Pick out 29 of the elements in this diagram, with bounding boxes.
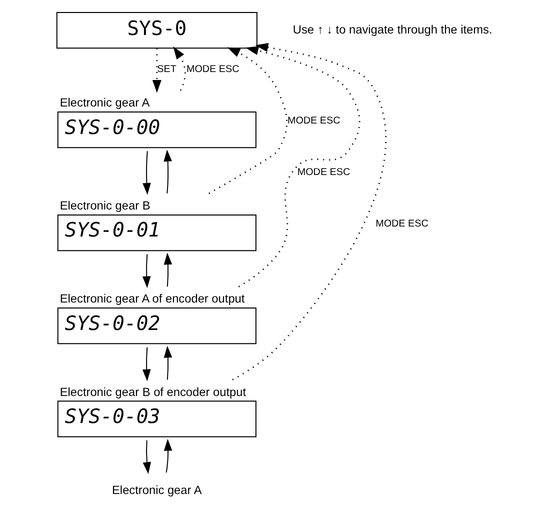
arrow [173, 46, 186, 91]
edge-label: MODE ESC [297, 166, 350, 178]
edge-label: SET [157, 64, 176, 75]
arrow [164, 252, 172, 288]
arrow [232, 42, 386, 380]
arrow [164, 346, 172, 380]
arrow [152, 48, 162, 93]
arrow [164, 438, 172, 474]
node-box: SYS-0-02 [57, 308, 256, 344]
label: Use ↑ ↓ to navigate through the items. [292, 22, 492, 36]
arrow [208, 47, 288, 194]
node-box: SYS-0 [56, 12, 258, 49]
node-box: SYS-0-01 [57, 214, 256, 252]
node-label: Electronic gear A of encoder output [60, 292, 245, 306]
node-text: Electronic gear A [112, 482, 202, 497]
arrow [142, 346, 151, 382]
edge-label: MODE ESC [186, 64, 240, 75]
edge-label: MODE ESC [376, 218, 428, 230]
node-box: SYS-0-03 [57, 400, 256, 438]
arrow [142, 254, 151, 288]
node-label: Electronic gear B [60, 198, 150, 213]
arrow [142, 150, 151, 195]
arrow [164, 150, 172, 194]
node-label: Electronic gear A [60, 96, 150, 110]
arrow [238, 46, 360, 288]
node-label: Electronic gear B of encoder output [60, 384, 246, 399]
arrow [142, 440, 152, 474]
edge-label: MODE ESC [287, 115, 340, 126]
node-box: SYS-0-00 [57, 111, 256, 148]
